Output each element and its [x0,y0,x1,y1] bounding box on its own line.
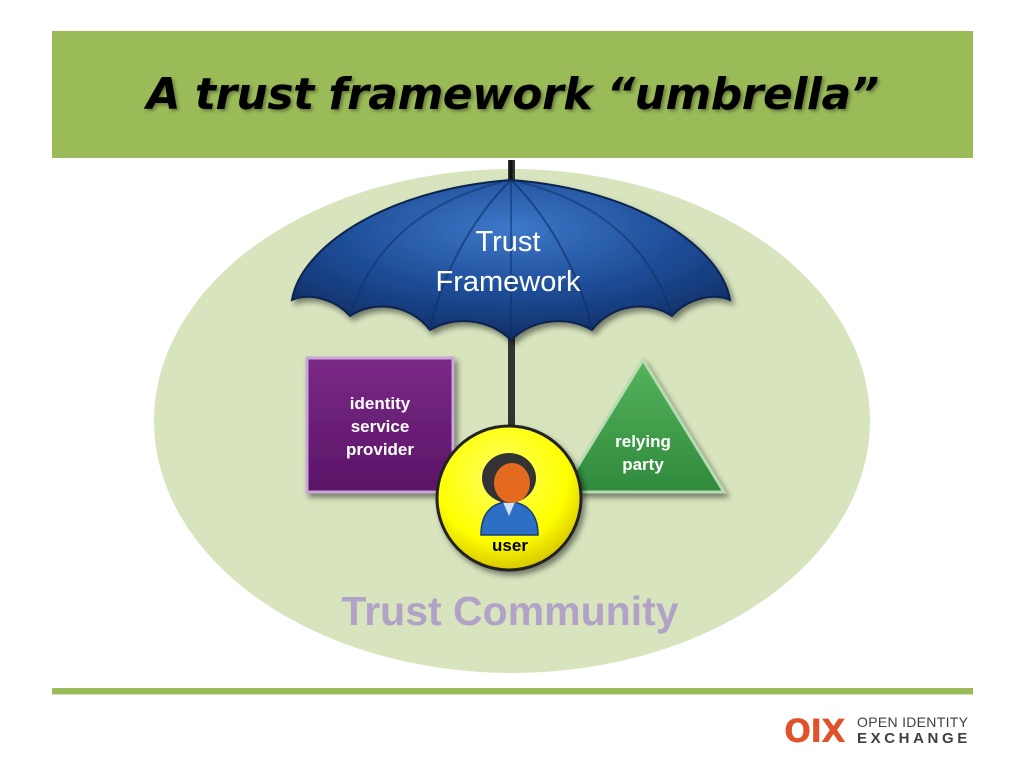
user-label: user [492,536,528,555]
slide-title: A trust framework “umbrella” [146,69,879,120]
oix-logo: OIX OPEN IDENTITY EXCHANGE [784,712,980,750]
relying-party-triangle [559,357,727,494]
identity-provider-line1: identity [349,394,411,413]
identity-provider-box [305,356,455,494]
footer-divider [52,688,973,695]
identity-provider-line2: service [350,417,410,436]
relying-party-line1: relying [615,432,671,451]
umbrella-label-line2: Framework [435,266,581,298]
relying-party-label: relying party [588,430,698,476]
umbrella-canopy [290,178,732,342]
relying-party-line2: party [622,455,664,474]
user-avatar-icon [480,453,539,536]
identity-provider-line3: provider [345,440,415,459]
oix-logo-line1: OPEN IDENTITY [857,714,969,730]
umbrella-label-line1: Trust [475,226,541,258]
trust-community-label: Trust Community [341,588,679,634]
oix-logo-line2: EXCHANGE [857,730,971,747]
title-band: A trust framework “umbrella” [52,31,973,158]
umbrella-label: Trust Framework [398,222,618,302]
oix-logo-mark: OIX [784,712,846,750]
identity-provider-label: identity service provider [312,392,448,461]
